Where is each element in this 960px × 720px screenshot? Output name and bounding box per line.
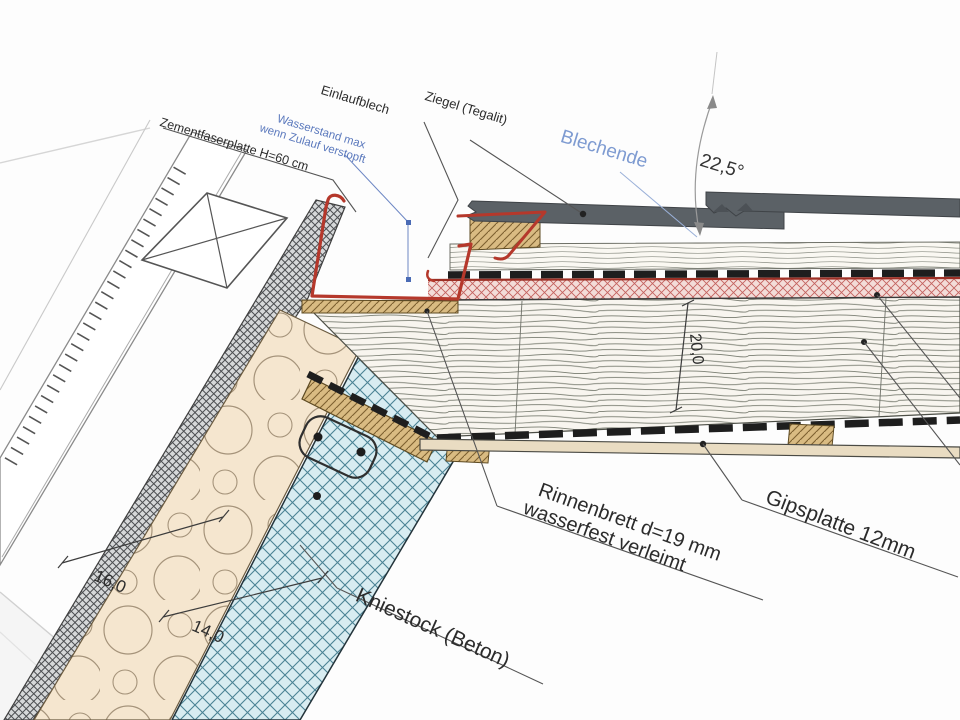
leader-zementfaserplatte <box>162 127 357 213</box>
panel-edge-line <box>0 119 151 391</box>
water-level-marker <box>406 220 411 225</box>
insulation-band <box>33 309 361 720</box>
membrane-wall-plate <box>306 370 439 444</box>
label-gipsplatte: Gipsplatte 12mm <box>763 486 919 564</box>
rebar-symbol <box>298 415 378 500</box>
water-level-marker <box>406 277 411 282</box>
leader-right-2 <box>863 341 960 466</box>
board-joint <box>878 297 887 417</box>
underline-kniestock <box>336 587 544 685</box>
arc-arrow-bottom <box>694 222 704 236</box>
tile-interlock <box>713 204 729 212</box>
sheathing-strip <box>449 241 960 271</box>
sealing-layer-pink <box>428 278 960 300</box>
board-joint <box>514 300 523 435</box>
leaders-and-dimensions <box>57 51 960 685</box>
gutter-board <box>301 299 459 314</box>
underline-gipsplatte <box>741 499 959 578</box>
sealing-bottom-edge <box>427 296 960 301</box>
cement-board-tick-hatch <box>0 166 187 474</box>
paper-edge-top-left <box>0 127 151 164</box>
membrane-lower <box>436 416 960 442</box>
leader-einlaufblech <box>423 121 459 259</box>
label-ziegel: Ziegel (Tegalit) <box>423 88 509 127</box>
dim-14 <box>158 570 329 623</box>
ceiling-batten <box>787 423 835 448</box>
leader-blechende <box>619 171 698 238</box>
gypsum-board-layer <box>419 438 960 459</box>
leader-wasserstand <box>344 154 409 279</box>
leader-right-1 <box>876 294 960 399</box>
timber-cross-symbol <box>140 192 289 289</box>
arc-arrow-top <box>707 95 717 109</box>
leader-gipsplatte <box>702 443 743 501</box>
gutter-flashing <box>310 193 473 301</box>
leader-dot <box>579 210 587 218</box>
label-kniestock: Kniestock (Beton) <box>352 584 513 672</box>
sealing-top-edge <box>427 276 960 282</box>
dim-16 <box>57 509 230 569</box>
label-roof-angle: 22,5° <box>697 150 746 183</box>
angle-arc <box>694 98 714 231</box>
angle-reference-line <box>711 51 718 95</box>
roof-tile-lower <box>464 200 785 230</box>
label-dim-20: 20,0 <box>686 333 706 366</box>
leader-kniestock <box>299 544 338 589</box>
leader-ziegel <box>469 139 584 215</box>
leader-rinnenbrett <box>426 310 498 507</box>
membrane-upper <box>447 269 960 279</box>
underline-rinnenbrett <box>496 505 764 601</box>
dim-20 <box>669 299 695 414</box>
roof-section <box>300 191 960 464</box>
roof-tile-upper <box>705 191 960 218</box>
flashing-upper-piece <box>456 210 547 261</box>
flashing-hook <box>426 269 436 283</box>
tile-interlock <box>737 203 753 211</box>
label-einlaufblech: Einlaufblech <box>319 82 391 117</box>
label-blechende: Blechende <box>558 126 650 172</box>
